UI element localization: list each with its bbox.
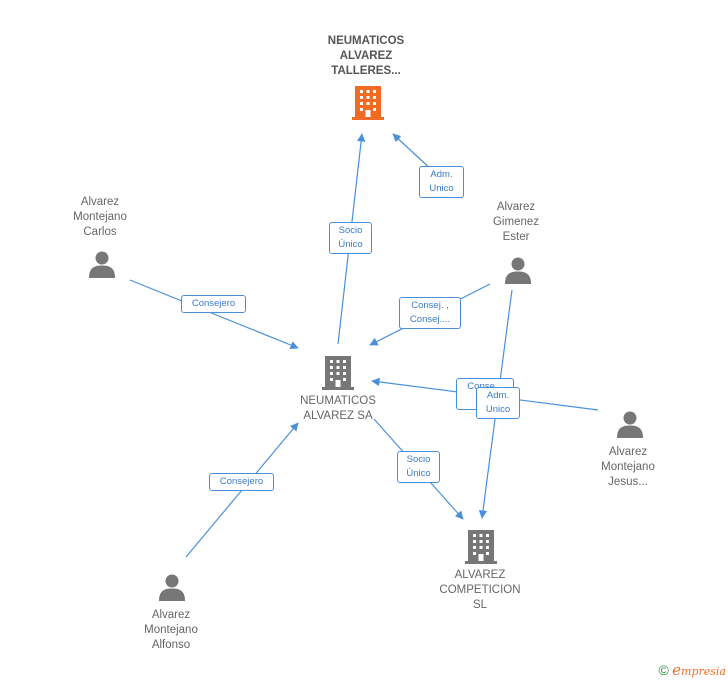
edge-label-adm-unico[interactable]: Adm.Unico [476, 387, 520, 419]
building-icon[interactable] [352, 84, 384, 125]
person-icon[interactable] [158, 573, 186, 606]
edge-label-consej[interactable]: Consej. ,Consej.... [399, 297, 461, 329]
person-icon[interactable] [504, 256, 532, 289]
edge-label-consejero[interactable]: Consejero [181, 295, 246, 313]
node-label-carlos[interactable]: Alvarez Montejano Carlos [73, 196, 127, 238]
node-label-jesus[interactable]: Alvarez Montejano Jesus... [601, 446, 655, 488]
edge-line [129, 279, 299, 350]
edge-label-consejero[interactable]: Consejero [209, 473, 274, 491]
footer-brand: © empresia [658, 661, 726, 679]
node-label-neumaticos-talleres[interactable]: NEUMATICOS ALVAREZ TALLERES... [327, 35, 405, 77]
building-icon[interactable] [465, 528, 497, 569]
edge-lines [129, 133, 599, 558]
building-icon[interactable] [322, 354, 354, 395]
node-label-alvarez-competicion[interactable]: ALVAREZ COMPETICION SL [439, 569, 521, 611]
brand-logo: empresia [672, 661, 726, 679]
person-icon[interactable] [616, 410, 644, 443]
copyright-icon: © [658, 662, 669, 678]
node-label-neumaticos-sa[interactable]: NEUMATICOS ALVAREZ SA [300, 395, 376, 422]
person-icon[interactable] [88, 250, 116, 283]
node-label-ester[interactable]: Alvarez Gimenez Ester [492, 201, 540, 243]
edge-label-adm-unico[interactable]: Adm.Unico [419, 166, 464, 198]
node-label-alfonso[interactable]: Alvarez Montejano Alfonso [144, 609, 198, 651]
